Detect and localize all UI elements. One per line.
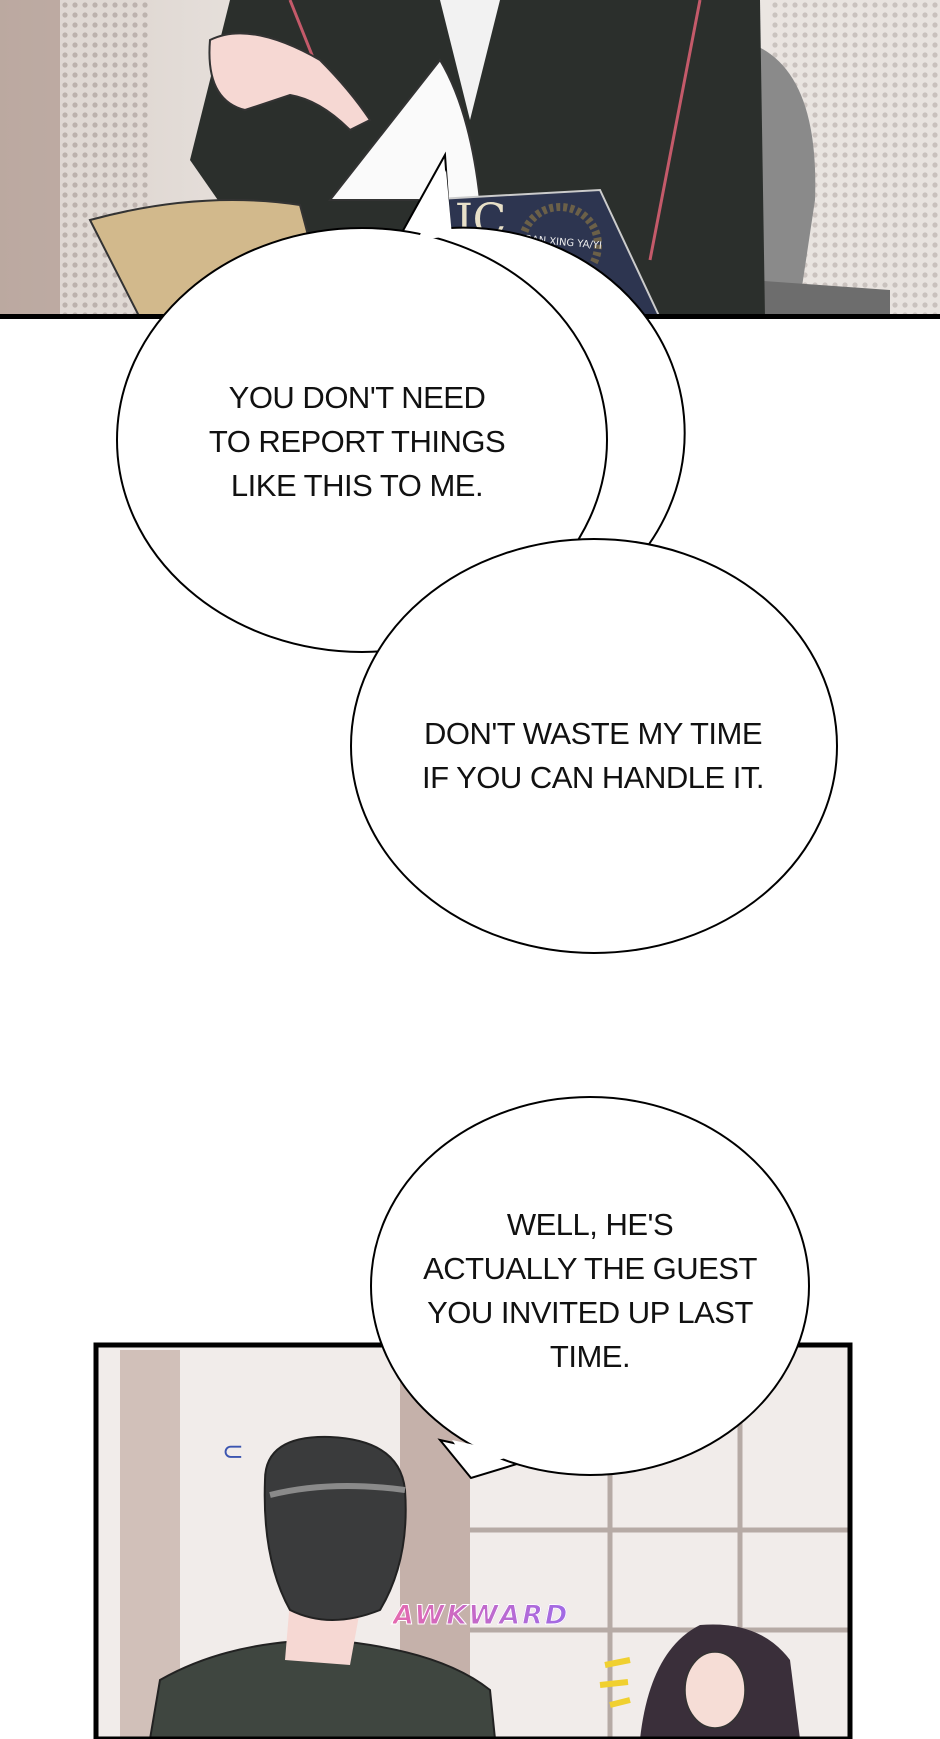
speech-text-3: WELL, HE'S ACTUALLY THE GUEST YOU INVITE… <box>400 1203 780 1379</box>
speech-line: TIME. <box>549 1339 631 1374</box>
speech-line: ACTUALLY THE GUEST <box>423 1251 757 1286</box>
speech-bubble-3 <box>370 1096 810 1476</box>
sfx-awkward: AWKWARD <box>392 1600 570 1632</box>
speech-line: YOU DON'T NEED <box>228 380 486 415</box>
speech-text-1: YOU DON'T NEED TO REPORT THINGS LIKE THI… <box>192 376 522 508</box>
speech-bubbles <box>116 151 838 1480</box>
speech-line: LIKE THIS TO ME. <box>230 468 484 503</box>
speech-bubble-1-body <box>116 227 608 653</box>
sweat-mark-icon: ⊂ <box>222 1437 244 1467</box>
speech-line: YOU INVITED UP LAST <box>427 1295 753 1330</box>
speech-line: DON'T WASTE MY TIME <box>423 716 763 751</box>
speech-line: TO REPORT THINGS <box>208 424 506 459</box>
speech-line: IF YOU CAN HANDLE IT. <box>421 760 765 795</box>
speech-line: WELL, HE'S <box>506 1207 674 1242</box>
speech-bubble-2 <box>350 538 838 954</box>
speech-text-2: DON'T WASTE MY TIME IF YOU CAN HANDLE IT… <box>393 712 793 800</box>
